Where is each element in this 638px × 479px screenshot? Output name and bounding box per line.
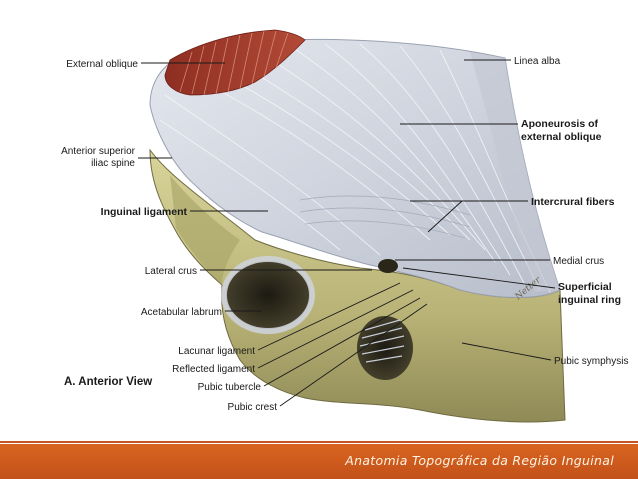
- label-aponeurosis-line1: Aponeurosis of: [521, 118, 599, 130]
- external-oblique-muscle: [164, 29, 306, 96]
- label-superficial-ring-line2: inguinal ring: [558, 294, 621, 306]
- label-aponeurosis-line2: external oblique: [521, 131, 602, 143]
- label-lateral-crus: Lateral crus: [145, 266, 197, 277]
- iliac-crest-shadow: [170, 175, 240, 285]
- label-asis-line1: Anterior superior: [61, 146, 136, 157]
- label-superficial-ring-line1: Superficial: [558, 281, 612, 293]
- slide-title: Anatomia Topográfica da Região Inguinal: [345, 453, 614, 468]
- label-asis-line2: iliac spine: [91, 158, 135, 169]
- label-pubic-symphysis: Pubic symphysis: [554, 356, 628, 367]
- anatomy-illustration: Netter External oblique Linea alba Anter…: [61, 29, 628, 423]
- label-intercrural-fibers: Intercrural fibers: [531, 196, 615, 208]
- label-acetabular-labrum: Acetabular labrum: [141, 307, 222, 318]
- label-leaders: [138, 59, 556, 407]
- superficial-ring-opening: [378, 259, 398, 273]
- lacunar-fibers: [359, 319, 405, 363]
- label-linea-alba: Linea alba: [514, 56, 561, 67]
- label-reflected-ligament: Reflected ligament: [172, 364, 255, 375]
- label-medial-crus: Medial crus: [553, 256, 604, 267]
- aponeurosis-sheet: [149, 38, 561, 298]
- linea-alba-band: [470, 52, 560, 292]
- label-pubic-crest: Pubic crest: [228, 402, 278, 413]
- labels: External oblique Linea alba Anterior sup…: [61, 56, 628, 413]
- footer-band: Anatomia Topográfica da Região Inguinal: [0, 444, 638, 479]
- pelvic-bone: [149, 148, 566, 423]
- footer-rule: [0, 441, 638, 443]
- muscle-striations: [179, 30, 289, 96]
- label-pubic-tubercle: Pubic tubercle: [198, 382, 262, 393]
- label-lacunar-ligament: Lacunar ligament: [178, 346, 255, 357]
- label-external-oblique: External oblique: [66, 59, 138, 70]
- acetabular-labrum-ring: [221, 256, 315, 334]
- obturator-foramen: [357, 316, 413, 380]
- acetabular-opening: [226, 261, 310, 329]
- view-caption: A. Anterior View: [64, 376, 152, 388]
- label-inguinal-ligament: Inguinal ligament: [101, 206, 188, 218]
